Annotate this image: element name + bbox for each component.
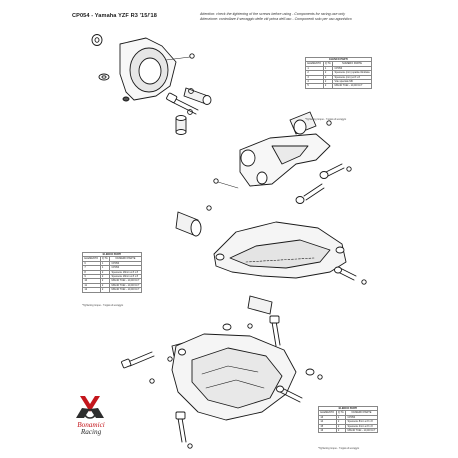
parts-table-top: ELENCO PARTI ELEMENTO Q.TÀ NUMERO PARTE …: [305, 56, 372, 89]
bolt-top: [171, 97, 199, 115]
parts-table-bottom: ELENCO PARTI ELEMENTO Q.TÀ NUMERO PARTE …: [318, 405, 378, 434]
bolt-lower-b: [337, 267, 357, 281]
middle-bracket-group: [213, 111, 352, 204]
attention-note: Attention: check the tightening of the s…: [200, 12, 352, 21]
washer-d: [305, 368, 315, 376]
cell-qty: 2: [322, 83, 334, 89]
cell-part: M6x40 TCEI - 10,00 Nm*: [109, 282, 142, 289]
logo-line-1: Bonamici: [77, 421, 105, 429]
logo-line-2: Racing: [80, 428, 102, 437]
washer-b: [98, 73, 110, 81]
cell-qty: 2: [335, 427, 347, 434]
bolt-bottom-a: [127, 351, 155, 367]
cell-part: Spessore (mm) spalla cilindrata: [332, 70, 372, 76]
column-header: ELEMENTO: [305, 61, 324, 67]
document-title: CP054 - Yamaha YZF R3 '15/'18: [72, 13, 157, 19]
stator-cover-group: [175, 205, 367, 347]
attention-italian: Attenzione: controllare il serraggio del…: [200, 16, 352, 21]
spacer-mid-c: [247, 295, 273, 315]
cell-item: 12: [82, 287, 101, 293]
cell-part: Spessore 18mm ø 8 x 8: [109, 273, 142, 280]
cell-part: M6x40 TCEI - 10,00 Nm*: [109, 278, 142, 284]
parts-table-middle: ELENCO PARTI ELEMENTO Q.TÀ NUMERO PARTE …: [82, 251, 142, 293]
torque-note: *Tightening torque - *coppia di serraggi…: [305, 119, 347, 121]
cell-part: M6x40 TCEI - 10,00 Nm*: [332, 83, 372, 89]
bolt-bottom-c: [279, 387, 303, 403]
bolt-bottom-b: [177, 417, 187, 443]
bolt-mid-b: [325, 163, 345, 177]
top-cover-group: [91, 34, 212, 135]
cell-item: 5: [305, 83, 324, 89]
cell-part: Spessore 4mm ø 8 x 8: [345, 423, 378, 430]
cell-part: Spessore 18mm ø 8 x 8: [109, 269, 142, 276]
attention-english: Attention: check the tightening of the s…: [200, 12, 346, 16]
bonamici-logo: Bonamici Racing: [68, 421, 114, 437]
cell-part: M6x40 TCEI - 10,00 Nm*: [109, 287, 142, 293]
torque-note: *Tightening torque - *coppia di serraggi…: [82, 305, 124, 307]
bolt-lower-a: [271, 320, 281, 347]
washer-c: [222, 323, 232, 331]
bonamici-logo-mark: [76, 396, 104, 419]
cell-item: 16: [318, 427, 337, 434]
cell-part: M6x40 TCEI - 10,00 Nm*: [345, 427, 378, 434]
bottom-cover-group: [121, 323, 323, 449]
bolt-mid-a: [303, 183, 325, 201]
cell-part: Spessore 8mm ø 8 x 8: [345, 419, 378, 425]
column-header: ELEMENTO: [82, 256, 101, 262]
torque-note: *Tightening torque - *coppia di serraggi…: [318, 448, 360, 450]
washer-a: [91, 34, 103, 46]
column-header: ELEMENTO: [318, 410, 337, 416]
cell-qty: 2: [99, 287, 111, 293]
